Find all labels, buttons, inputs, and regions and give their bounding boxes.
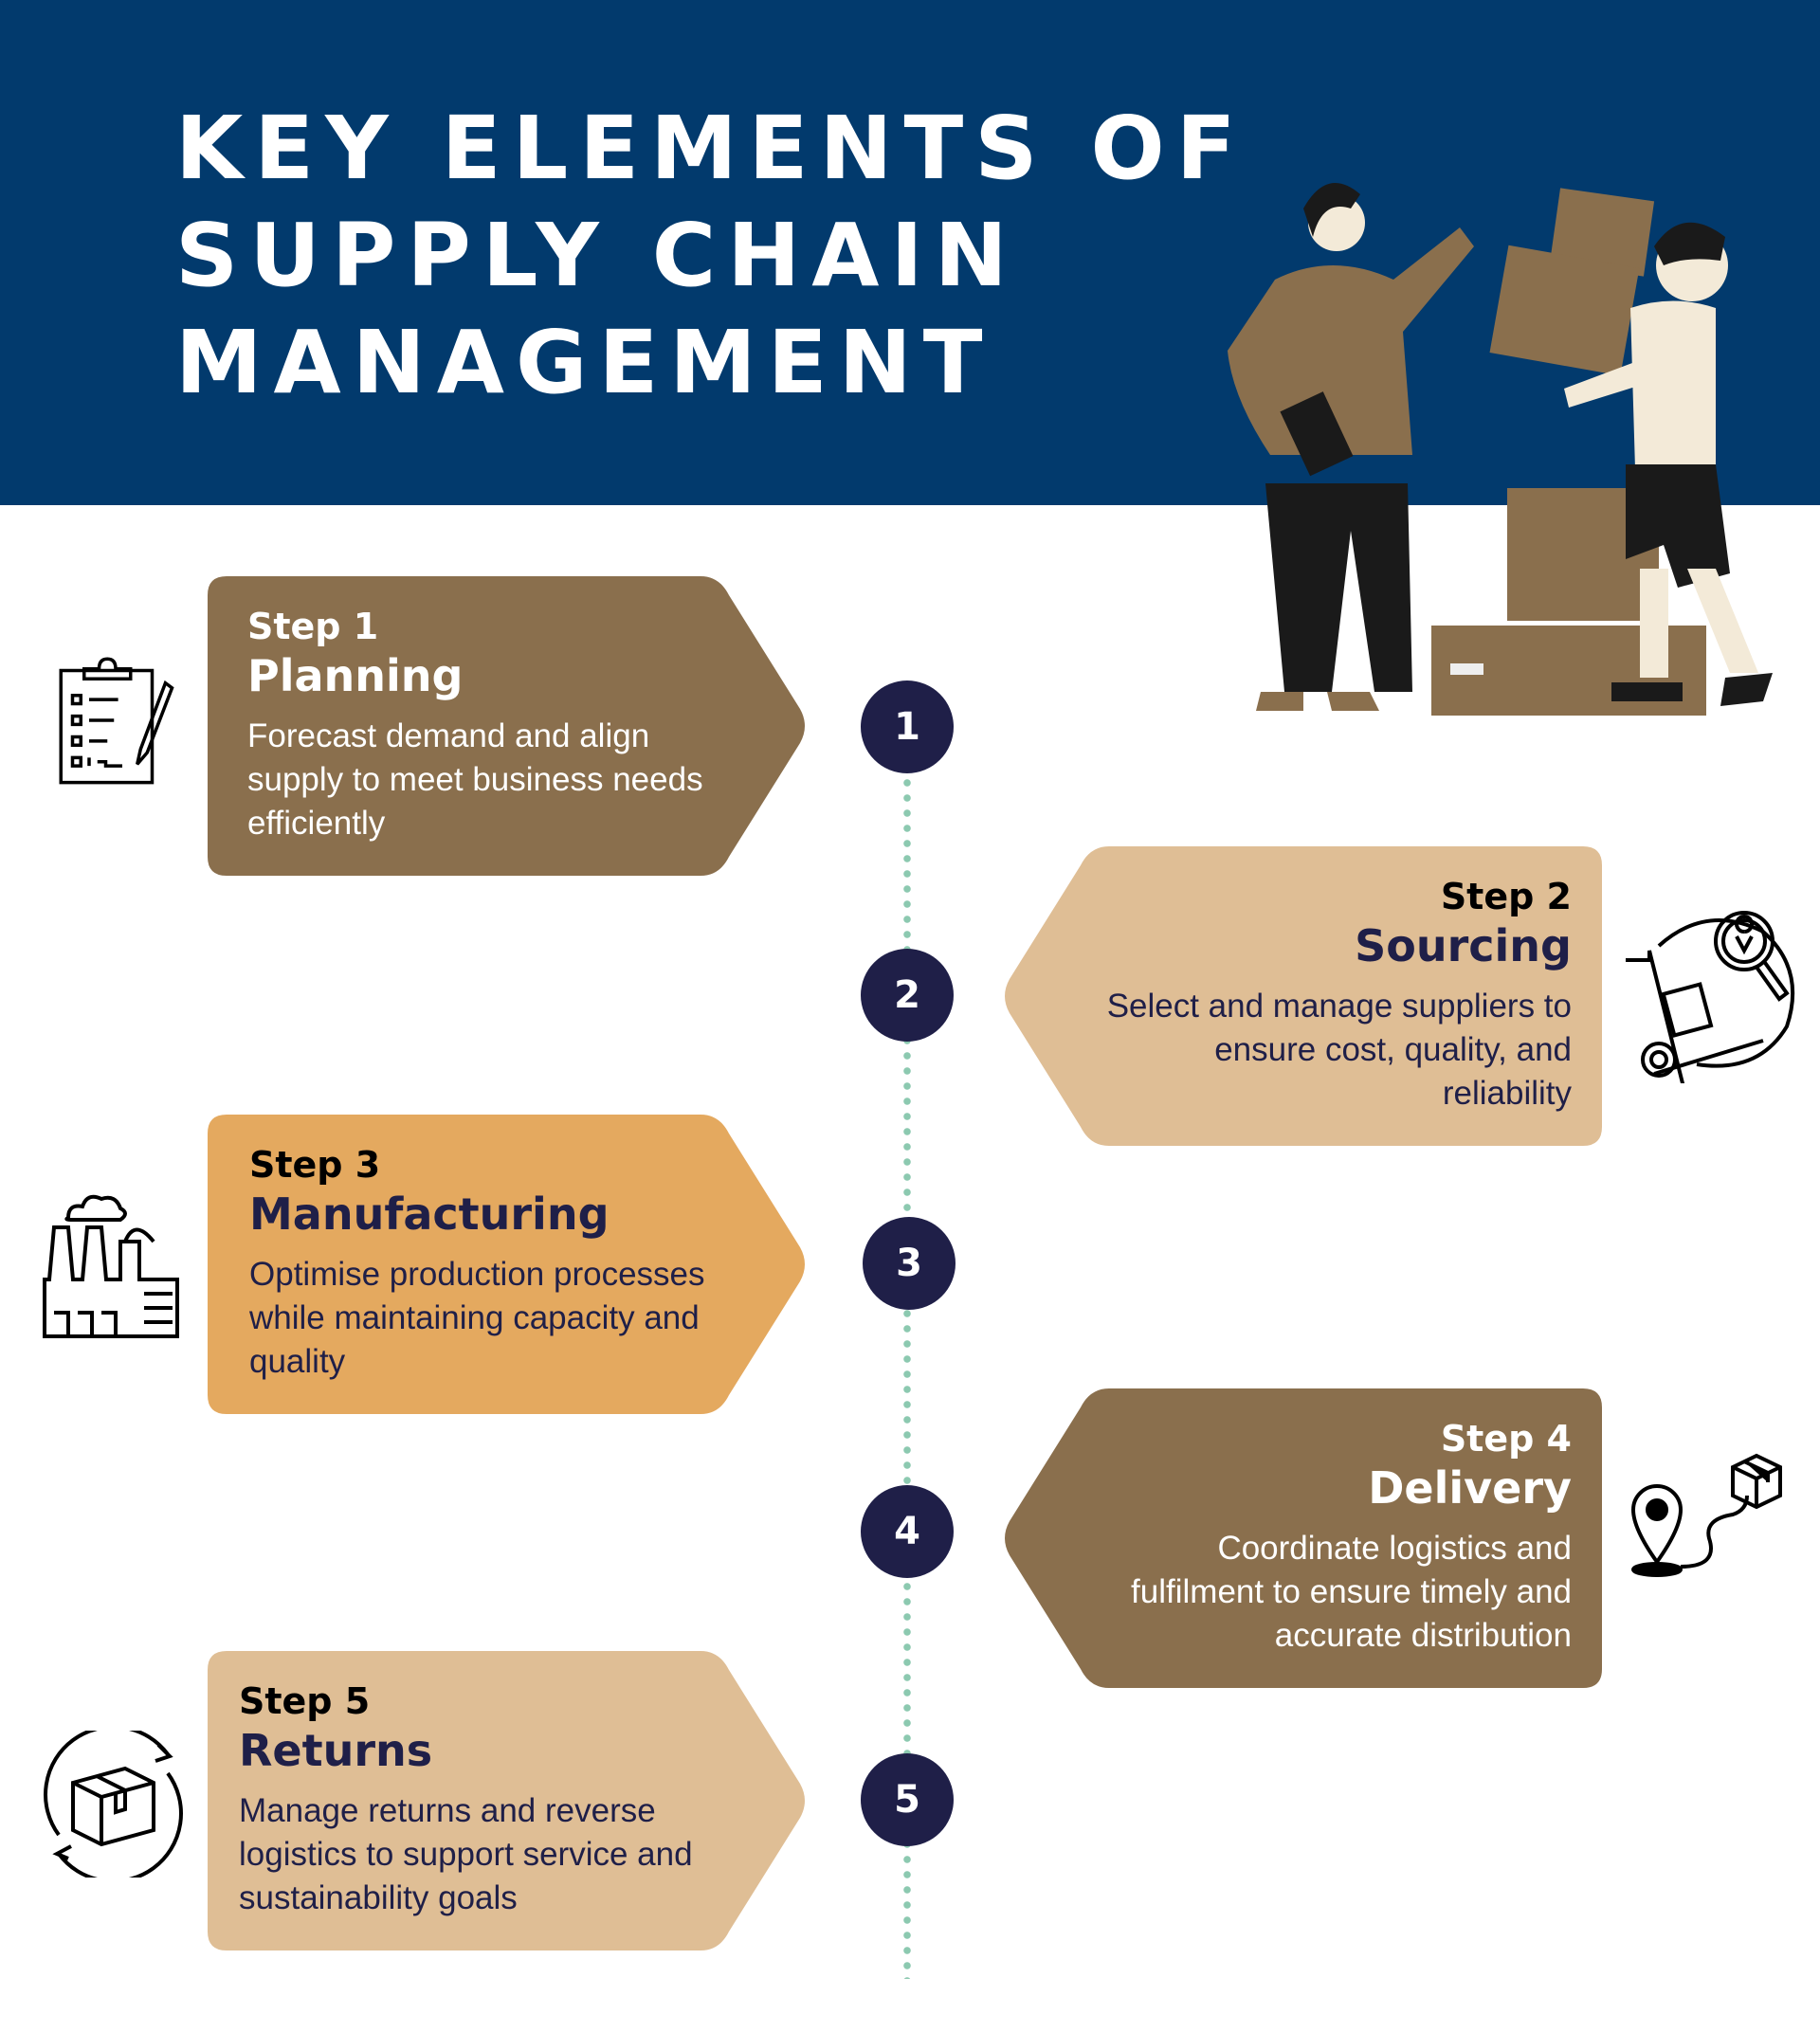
step-card-planning: Step 1 Planning Forecast demand and alig… xyxy=(208,576,805,876)
step-label: Step 4 xyxy=(1440,1418,1572,1460)
step-card-delivery: Step 4 Delivery Coordinate logistics and… xyxy=(1005,1388,1602,1688)
page-title: Key Elements of Supply Chain Management xyxy=(175,95,1247,416)
step-description: Forecast demand and align supply to meet… xyxy=(247,717,703,842)
arrow-shape-left xyxy=(1005,846,1602,1146)
factory-icon xyxy=(43,1194,179,1338)
step-description: Select and manage suppliers to ensure co… xyxy=(1106,988,1572,1112)
arrow-shape-right xyxy=(208,576,805,876)
step-number-2: 2 xyxy=(861,949,954,1042)
step-name: Sourcing xyxy=(1355,920,1572,971)
title-line-2: Supply Chain xyxy=(175,205,1019,306)
step-card-manufacturing: Step 3 Manufacturing Optimise production… xyxy=(208,1115,805,1414)
step-number-4: 4 xyxy=(861,1485,954,1578)
step-label: Step 3 xyxy=(249,1144,381,1186)
step-number-5: 5 xyxy=(861,1753,954,1846)
arrow-shape-right xyxy=(208,1651,805,1950)
arrow-shape-left xyxy=(1005,1388,1602,1688)
step-description: Manage returns and reverse logistics to … xyxy=(239,1792,693,1916)
timeline-dotted-line xyxy=(903,775,911,1979)
step-name: Delivery xyxy=(1368,1462,1572,1514)
clipboard-checklist-icon xyxy=(59,657,174,785)
step-label: Step 2 xyxy=(1440,876,1572,917)
step-name: Planning xyxy=(247,650,464,701)
step-label: Step 5 xyxy=(239,1680,371,1722)
delivery-route-icon xyxy=(1630,1453,1782,1577)
step-label: Step 1 xyxy=(247,606,379,647)
global-sourcing-icon xyxy=(1626,911,1795,1083)
step-number-1: 1 xyxy=(861,680,954,773)
step-name: Returns xyxy=(239,1725,433,1776)
step-description: Optimise production processes while main… xyxy=(249,1256,705,1380)
step-description: Coordinate logistics and fulfilment to e… xyxy=(1131,1530,1572,1654)
workers-with-boxes-illustration xyxy=(1228,183,1773,716)
step-name: Manufacturing xyxy=(249,1188,610,1240)
step-number-3: 3 xyxy=(863,1217,956,1310)
returns-box-icon xyxy=(44,1731,183,1878)
arrow-shape-right xyxy=(208,1115,805,1414)
step-card-returns: Step 5 Returns Manage returns and revers… xyxy=(208,1651,805,1950)
step-card-sourcing: Step 2 Sourcing Select and manage suppli… xyxy=(1005,846,1602,1146)
title-line-3: Management xyxy=(175,312,994,413)
title-line-1: Key Elements of xyxy=(175,98,1247,199)
